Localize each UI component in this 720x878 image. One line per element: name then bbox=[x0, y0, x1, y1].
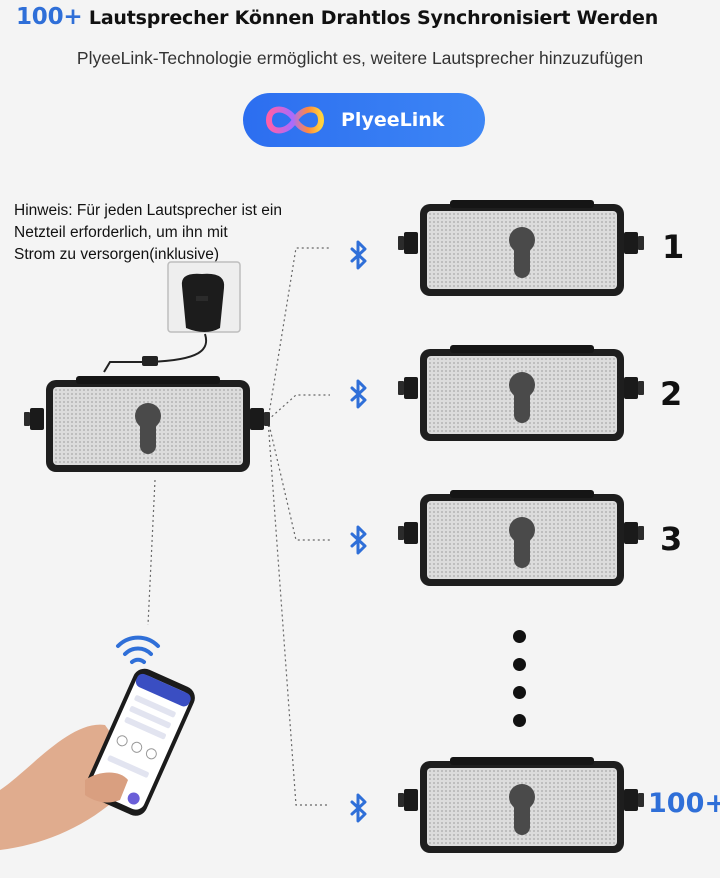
speaker-label-100: 100+ bbox=[648, 788, 720, 819]
ellipsis-dot bbox=[513, 630, 526, 643]
speaker-label-1: 1 bbox=[662, 228, 685, 266]
bluetooth-icon bbox=[350, 379, 367, 409]
note-line-3: Strom zu versorgen(inklusive) bbox=[14, 246, 220, 263]
ellipsis-dot bbox=[513, 658, 526, 671]
speaker-100 bbox=[398, 757, 644, 853]
note-line-2: Netzteil erforderlich, um ihn mit bbox=[14, 224, 228, 241]
bluetooth-icon bbox=[350, 793, 367, 823]
ellipsis-dot bbox=[513, 714, 526, 727]
bluetooth-icon bbox=[350, 525, 367, 555]
wifi-icon bbox=[116, 635, 160, 664]
speaker-label-3: 3 bbox=[660, 520, 683, 558]
headline-title: Lautsprecher Können Drahtlos Synchronisi… bbox=[88, 7, 659, 29]
plyeelink-badge: PlyeeLink bbox=[243, 93, 485, 147]
bluetooth-icon bbox=[350, 240, 367, 270]
ellipsis-dot bbox=[513, 686, 526, 699]
speaker-label-2: 2 bbox=[660, 375, 683, 413]
headline-count: 100+ bbox=[16, 4, 83, 30]
smartphone-icon bbox=[0, 668, 195, 850]
badge-label: PlyeeLink bbox=[341, 109, 445, 131]
power-adapter-icon bbox=[103, 261, 241, 373]
connection-lines bbox=[147, 247, 330, 806]
headline: 100+ Lautsprecher Können Drahtlos Synchr… bbox=[16, 4, 716, 30]
speaker-1 bbox=[398, 200, 644, 296]
speaker-2 bbox=[398, 345, 644, 441]
subtitle: PlyeeLink-Technologie ermöglicht es, wei… bbox=[76, 48, 644, 68]
speaker-3 bbox=[398, 490, 644, 586]
infinity-logo-icon bbox=[265, 106, 325, 134]
power-note: Hinweis: Für jeden Lautsprecher ist ein … bbox=[14, 200, 354, 266]
note-line-1: Hinweis: Für jeden Lautsprecher ist ein bbox=[14, 202, 282, 219]
main-speaker bbox=[24, 376, 270, 472]
